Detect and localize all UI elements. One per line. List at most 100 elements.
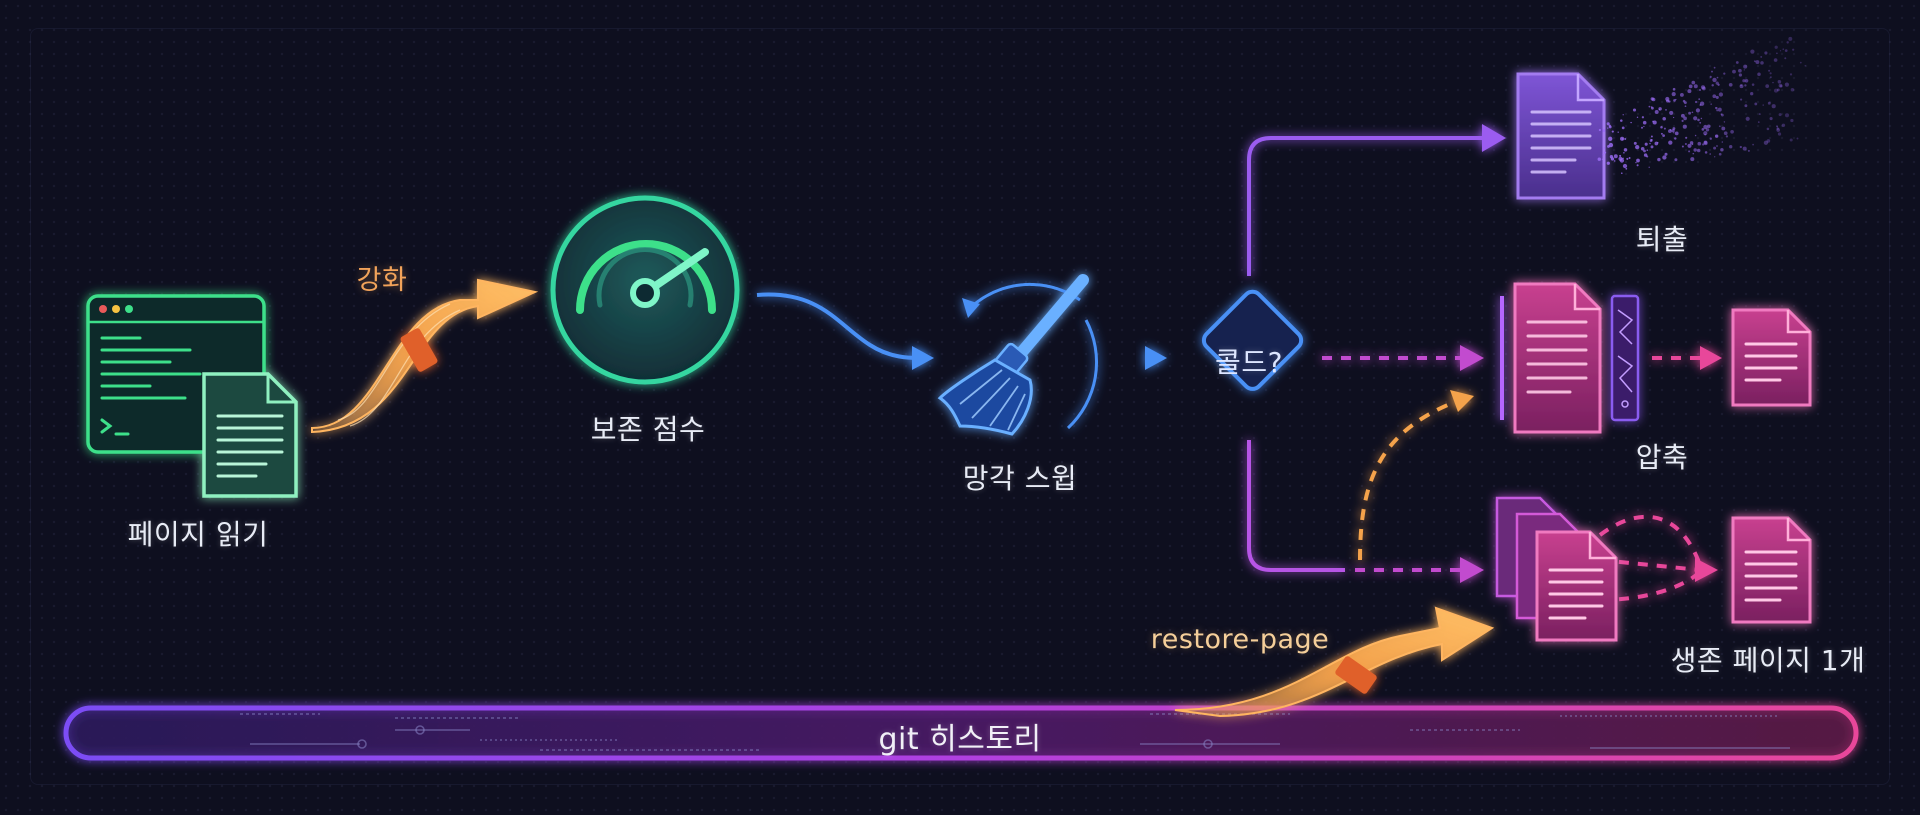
forget-sweep-label: 망각 스윕 [962, 462, 1078, 495]
dust-particle [1673, 132, 1675, 134]
dust-particle [1766, 139, 1771, 143]
dust-particle [1743, 64, 1748, 69]
dust-particle [1641, 116, 1645, 119]
dust-particle [1650, 145, 1654, 149]
dust-particle [1702, 143, 1705, 146]
dust-particle [1753, 60, 1756, 63]
dust-particle [1680, 113, 1685, 118]
dust-particle [1660, 132, 1663, 135]
dust-particle [1725, 135, 1729, 138]
dust-particle [1769, 72, 1772, 75]
dust-particle [1782, 48, 1785, 51]
dust-particle [1714, 134, 1719, 138]
dust-particle [1602, 129, 1606, 133]
dust-particle [1762, 104, 1764, 106]
dust-particle [1671, 129, 1675, 133]
dust-particle [1610, 157, 1615, 161]
dust-particle [1602, 154, 1604, 156]
dust-particle [1699, 89, 1701, 91]
dust-particle [1620, 119, 1623, 122]
dust-particle [1697, 118, 1700, 122]
dust-particle [1608, 125, 1612, 129]
dust-particle [1715, 107, 1718, 110]
dust-particle [1693, 116, 1698, 121]
dust-particle [1729, 145, 1733, 149]
dust-particle [1771, 104, 1776, 109]
dust-particle [1706, 124, 1711, 129]
dust-particle [1778, 83, 1783, 88]
dust-particle [1728, 82, 1733, 87]
dust-particle [1679, 92, 1684, 97]
dust-particle [1603, 151, 1607, 154]
dust-particle [1662, 155, 1667, 160]
dust-particle [1760, 55, 1763, 58]
dust-particle [1603, 147, 1606, 149]
dust-particle [1715, 107, 1717, 109]
dust-particle [1623, 148, 1628, 152]
dust-particle [1654, 110, 1659, 114]
dust-particle [1622, 157, 1624, 160]
compressed-output-document-icon [1731, 308, 1812, 407]
dust-particle [1721, 126, 1726, 131]
dust-particle [1699, 121, 1702, 124]
dust-particle [1776, 88, 1780, 92]
dust-particle [1784, 113, 1790, 118]
dust-particle [1657, 157, 1661, 162]
dust-particle [1718, 92, 1724, 97]
dust-particle [1773, 88, 1779, 93]
dust-particle [1745, 116, 1750, 121]
dust-particle [1790, 118, 1794, 123]
dust-particle [1792, 48, 1795, 51]
dust-particle [1635, 144, 1640, 150]
dust-particle [1701, 128, 1705, 131]
dust-particle [1772, 81, 1774, 84]
dust-particle [1622, 114, 1624, 116]
dust-particle [1700, 117, 1703, 120]
dust-particle [1654, 141, 1659, 146]
branch-edges [1247, 136, 1490, 572]
dust-particle [1721, 141, 1724, 143]
restore-arrow [1174, 606, 1495, 718]
document-stack-icon [1495, 496, 1618, 642]
dust-particle [1712, 94, 1717, 99]
dust-particle [1606, 161, 1610, 165]
dust-particle [1766, 127, 1770, 131]
dust-particle [1767, 101, 1771, 105]
dust-particle [1784, 57, 1787, 60]
dust-particle [1751, 83, 1755, 86]
dust-particle [1742, 79, 1746, 83]
dust-particle [1652, 120, 1657, 125]
dust-particle [1597, 157, 1602, 161]
dust-particle [1711, 70, 1713, 73]
dust-particle [1622, 163, 1628, 169]
dust-particle [1713, 66, 1716, 69]
dust-particle [1664, 152, 1668, 156]
dust-particle [1718, 152, 1722, 156]
dust-particle [1681, 145, 1684, 148]
dust-particle [1789, 73, 1793, 76]
dust-particle [1738, 68, 1742, 73]
dust-particle [1716, 109, 1719, 112]
dust-particle [1682, 99, 1686, 103]
dust-particle [1744, 104, 1748, 108]
dust-particle [1709, 153, 1711, 155]
dust-particle [1660, 125, 1663, 129]
dust-particle [1619, 154, 1622, 157]
dust-particle [1607, 144, 1610, 148]
git-history-label: git 히스토리 [878, 722, 1042, 757]
dust-particle [1621, 126, 1625, 130]
dust-particle [1636, 116, 1639, 119]
dust-particle [1663, 127, 1666, 130]
dust-particle [1784, 49, 1788, 52]
reinforce-arrow [311, 278, 539, 434]
dust-particle [1777, 132, 1782, 136]
dust-particle [1757, 121, 1760, 123]
dust-particle [1723, 121, 1726, 123]
dust-particle [1687, 89, 1692, 94]
dust-particle [1704, 151, 1708, 154]
dust-particle [1723, 72, 1726, 75]
dust-particle [1662, 134, 1665, 137]
dust-particle [1675, 98, 1677, 101]
dust-particle [1672, 116, 1675, 119]
dust-particle [1738, 73, 1743, 77]
